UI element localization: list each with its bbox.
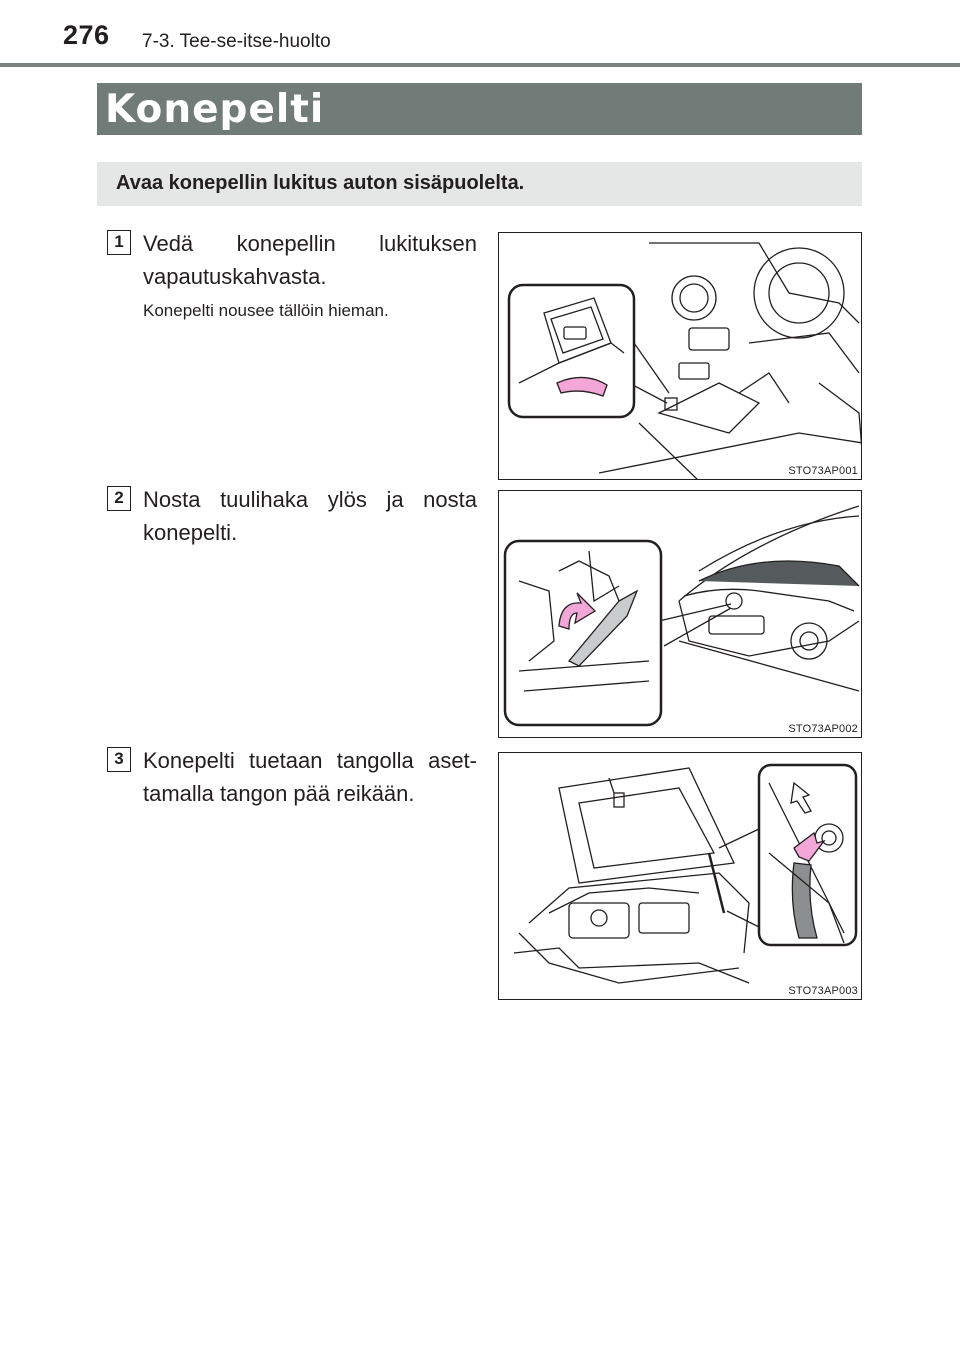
figure-3-code: STO73AP003: [788, 985, 858, 997]
step-1-badge: 1: [107, 230, 131, 255]
section-title: 7-3. Tee-se-itse-huolto: [142, 31, 331, 52]
step-1-text: Vedä konepellin lukituksen vapautuskahva…: [143, 231, 477, 289]
hood-release-illustration: [507, 242, 861, 479]
step-3-badge: 3: [107, 747, 131, 772]
title-bar: Konepelti: [97, 83, 862, 135]
safety-catch-illustration: [503, 505, 860, 727]
page-number: 276: [63, 20, 110, 50]
subtitle-bar: Avaa konepellin lukitus auton sisäpuolel…: [97, 162, 862, 206]
figure-1-code: STO73AP001: [788, 465, 858, 477]
hood-support-rod-illustration: [513, 763, 858, 984]
header-rule: [0, 63, 960, 67]
figure-2: STO73AP002: [498, 490, 862, 738]
step-3-text: Konepelti tuetaan tangolla aset­tamalla …: [143, 748, 477, 806]
step-2-text: Nosta tuulihaka ylös ja nosta konepelti.: [143, 487, 477, 545]
step-1-note: Konepelti nousee tällöin hieman.: [143, 301, 389, 320]
page-title: Konepelti: [105, 87, 325, 132]
subtitle-text: Avaa konepellin lukitus auton sisäpuolel…: [116, 172, 525, 194]
figure-1: STO73AP001: [498, 232, 862, 480]
figure-2-code: STO73AP002: [788, 723, 858, 735]
step-2-badge: 2: [107, 486, 131, 511]
figure-3: STO73AP003: [498, 752, 862, 1000]
